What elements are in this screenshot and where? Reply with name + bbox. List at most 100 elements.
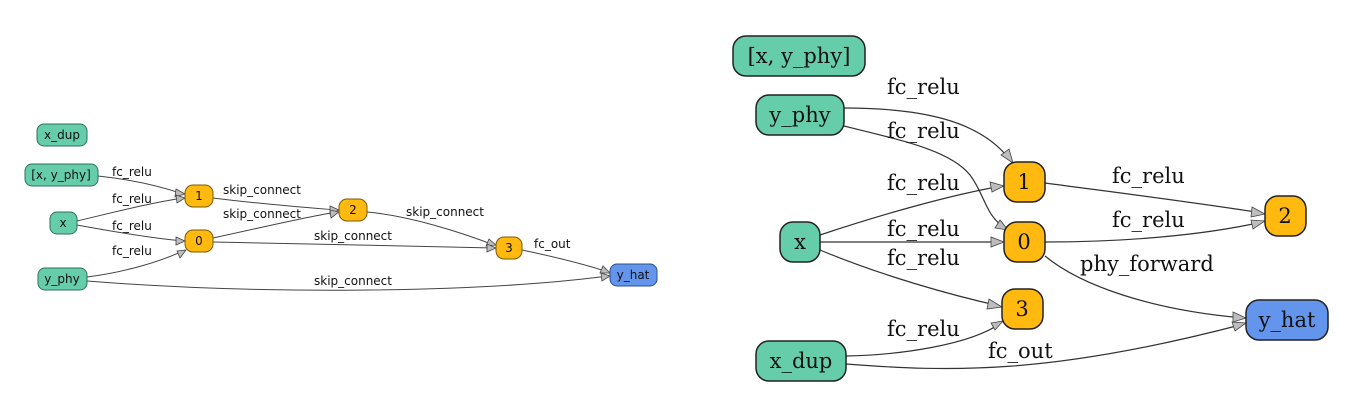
left-edge-x-1 <box>76 197 184 222</box>
right-arrow-yphy-0 <box>994 219 1009 231</box>
left-arrow-yphy-0 <box>176 249 187 259</box>
right-label-yphy-0: fc_relu <box>887 119 960 143</box>
right-arrow-0-yhat <box>1232 311 1248 323</box>
left-arrow-x-0 <box>175 236 186 246</box>
left-label-0-2: skip_connect <box>223 207 301 221</box>
right-node-0[interactable]: 0 <box>1003 221 1046 263</box>
right-node-xy-label: [x, y_phy] <box>748 44 851 68</box>
right-node-2[interactable]: 2 <box>1264 195 1307 237</box>
left-edge-x-0 <box>76 224 184 242</box>
left-label-1-2: skip_connect <box>223 183 301 197</box>
left-node-x-dup[interactable]: x_dup <box>36 123 88 147</box>
right-arrow-xdup-3 <box>990 320 1005 331</box>
left-arrow-xy-1 <box>174 188 187 198</box>
right-edges <box>819 107 1263 370</box>
right-arrow-1-2 <box>1250 206 1267 218</box>
right-arrow-x-1 <box>989 181 1006 193</box>
right-label-x-3: fc_relu <box>887 246 960 270</box>
left-node-1-label: 1 <box>195 189 203 203</box>
right-edge-yphy-1 <box>843 107 1011 161</box>
left-edge-0-3 <box>212 241 495 249</box>
left-edge-yphy-yhat <box>86 275 609 291</box>
left-node-y-phy[interactable]: y_phy <box>37 267 88 291</box>
left-edge-0-2 <box>212 211 338 239</box>
left-node-y-phy-label: y_phy <box>44 272 79 286</box>
left-label-0-3: skip_connect <box>314 229 392 243</box>
right-arrow-x-0 <box>990 236 1006 248</box>
right-node-1-label: 1 <box>1017 170 1030 194</box>
left-nodes: x_dup [x, y_phy] x y_phy 1 0 <box>24 123 658 291</box>
right-node-x-dup[interactable]: x_dup <box>755 340 847 382</box>
left-edge-yphy-0 <box>86 249 186 278</box>
right-edge-1-2 <box>1044 182 1263 214</box>
right-edge-0-yhat <box>1044 255 1245 319</box>
left-arrow-0-2 <box>329 209 340 219</box>
right-arrow-yphy-1 <box>1000 148 1014 164</box>
right-edge-labels: fc_relu fc_relu fc_relu fc_relu fc_relu … <box>887 75 1214 363</box>
right-arrow-xdup-yhat <box>1231 321 1248 332</box>
right-edge-0-2 <box>1044 221 1263 243</box>
right-label-1-2: fc_relu <box>1112 164 1185 188</box>
left-node-2[interactable]: 2 <box>338 198 368 222</box>
right-label-x-1: fc_relu <box>887 171 960 195</box>
left-node-x-dup-label: x_dup <box>44 128 80 142</box>
left-node-1[interactable]: 1 <box>184 184 214 208</box>
right-edge-x-1 <box>819 185 1003 236</box>
right-label-yphy-1: fc_relu <box>887 75 960 99</box>
right-label-x-0: fc_relu <box>887 217 960 241</box>
left-label-x-0: fc_relu <box>112 219 152 233</box>
left-label-xy-1: fc_relu <box>112 165 152 179</box>
right-label-xdup-3: fc_relu <box>887 317 960 341</box>
left-arrow-x-1 <box>175 194 186 204</box>
right-node-x[interactable]: x <box>779 221 821 263</box>
right-node-y-hat-label: y_hat <box>1258 308 1316 332</box>
left-edge-1-2 <box>212 197 338 211</box>
right-node-3-label: 3 <box>1015 297 1028 321</box>
right-node-3[interactable]: 3 <box>1001 288 1044 330</box>
left-edges <box>76 175 609 291</box>
left-edge-3-yhat <box>521 249 609 273</box>
right-node-y-hat[interactable]: y_hat <box>1245 299 1329 341</box>
left-node-x[interactable]: x <box>49 211 78 235</box>
left-node-xy-label: [x, y_phy] <box>31 168 91 182</box>
right-edge-xdup-3 <box>845 322 1002 357</box>
left-node-y-hat-label: y_hat <box>617 268 650 282</box>
right-label-0-2: fc_relu <box>1112 208 1185 232</box>
left-edge-2-3 <box>366 211 495 246</box>
right-edge-xdup-yhat <box>845 323 1245 370</box>
right-node-2-label: 2 <box>1278 204 1291 228</box>
right-arrow-0-2 <box>1250 219 1267 230</box>
right-edge-yphy-0 <box>843 125 1006 229</box>
left-node-2-label: 2 <box>349 203 357 217</box>
right-node-y-phy-label: y_phy <box>768 103 830 127</box>
right-node-x-dup-label: x_dup <box>770 349 833 373</box>
left-node-0[interactable]: 0 <box>184 229 214 253</box>
right-nodes: [x, y_phy] y_phy x x_dup 1 0 <box>732 35 1329 382</box>
right-arrow-x-3 <box>986 298 1004 310</box>
right-node-0-label: 0 <box>1017 230 1030 254</box>
right-node-x-label: x <box>794 230 806 254</box>
left-label-yphy-yhat: skip_connect <box>314 274 392 288</box>
left-node-x-label: x <box>59 216 66 230</box>
left-edge-labels: fc_relu fc_relu fc_relu fc_relu skip_con… <box>112 165 571 288</box>
left-label-2-3: skip_connect <box>406 205 484 219</box>
right-node-xy[interactable]: [x, y_phy] <box>732 35 866 77</box>
right-graph: fc_relu fc_relu fc_relu fc_relu fc_relu … <box>732 35 1329 382</box>
left-node-y-hat[interactable]: y_hat <box>609 263 658 287</box>
right-node-y-phy[interactable]: y_phy <box>755 94 845 136</box>
left-node-0-label: 0 <box>195 234 203 248</box>
right-node-1[interactable]: 1 <box>1003 161 1046 203</box>
left-label-x-1: fc_relu <box>112 192 152 206</box>
left-graph: fc_relu fc_relu fc_relu fc_relu skip_con… <box>24 123 658 291</box>
right-label-0-yhat: phy_forward <box>1080 252 1214 276</box>
right-edge-x-3 <box>819 249 1001 307</box>
left-label-yphy-0: fc_relu <box>112 244 152 258</box>
left-node-3[interactable]: 3 <box>495 236 523 260</box>
left-arrowheads <box>174 188 611 282</box>
left-arrow-0-3 <box>486 243 497 253</box>
left-arrow-yphy-yhat <box>600 272 611 282</box>
left-node-3-label: 3 <box>505 241 513 255</box>
right-arrowheads <box>986 148 1267 332</box>
left-node-xy[interactable]: [x, y_phy] <box>24 163 99 187</box>
